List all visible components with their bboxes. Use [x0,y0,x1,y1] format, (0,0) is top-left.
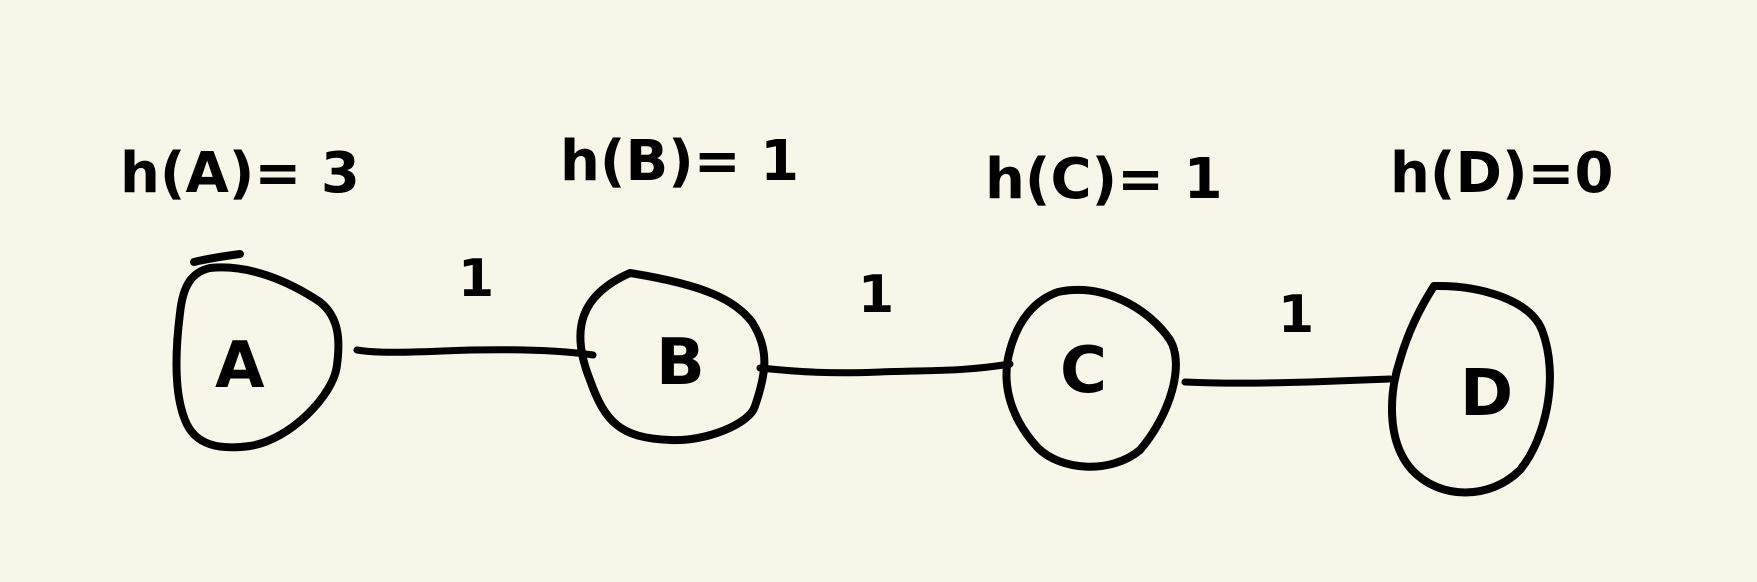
heuristic-label-d: h(D)=0 [1390,141,1613,206]
node-d-label: D [1460,357,1513,431]
node-d-outline [1388,281,1554,497]
edge-weight-c-d: 1 [1278,285,1314,345]
heuristic-label-b: h(B)= 1 [560,129,799,194]
edge-weight-a-b: 1 [458,249,494,309]
node-c-label: C [1060,334,1107,408]
node-c: C [1002,286,1180,471]
node-b-label: B [656,326,705,400]
edge-c-d [1181,375,1394,387]
node-a-overstroke [190,250,244,266]
edge-weight-b-c: 1 [858,265,894,325]
node-a: A [172,250,343,452]
heuristic-label-a: h(A)= 3 [120,141,360,206]
heuristic-label-c: h(C)= 1 [985,147,1223,212]
node-c-outline [1002,286,1180,471]
node-a-outline [172,263,343,452]
edge-a-b [353,346,597,359]
node-a-label: A [215,329,265,403]
node-b-outline [576,269,769,445]
edge-b-c [756,360,1014,377]
node-d: D [1388,281,1554,497]
node-b: B [576,269,769,445]
